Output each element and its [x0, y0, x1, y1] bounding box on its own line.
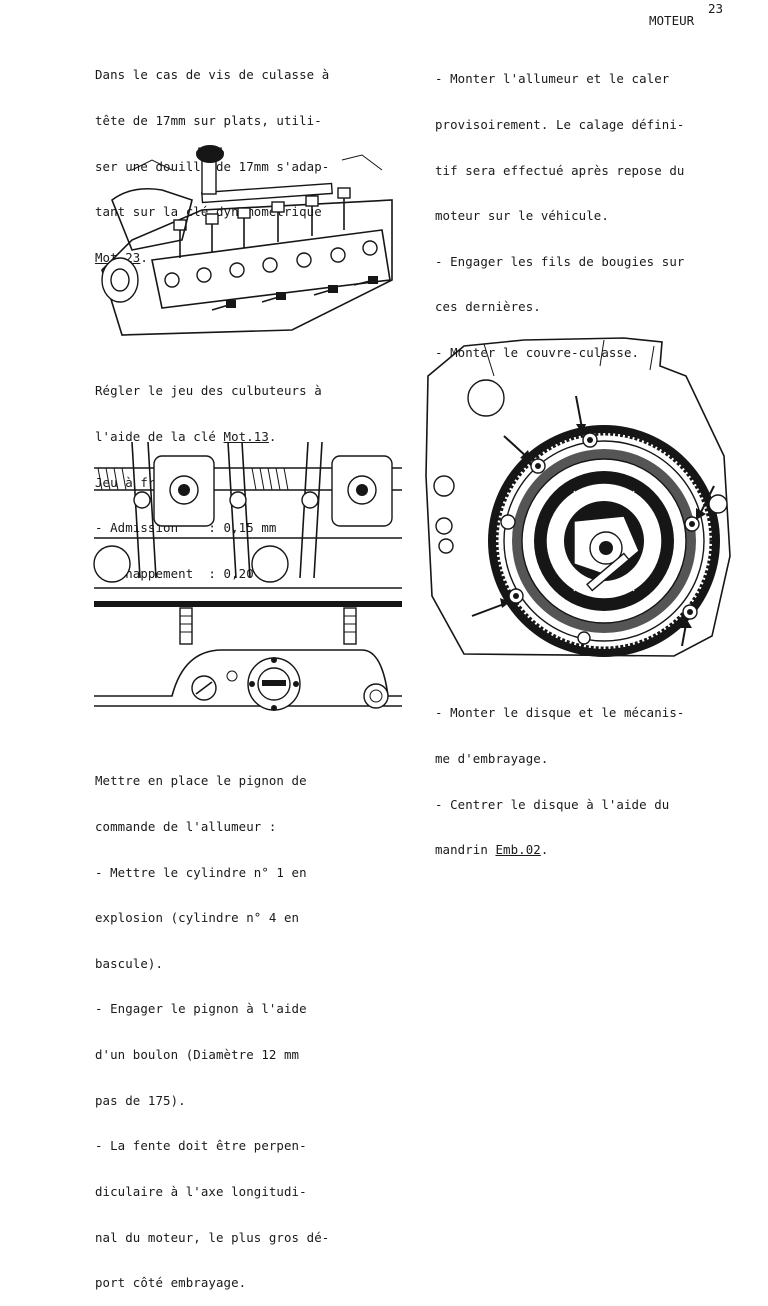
tool-ref-emb02: Emb.02	[495, 842, 541, 858]
text-line: diculaire à l'axe longitudi-	[95, 1183, 307, 1199]
section-title: MOTEUR	[649, 13, 695, 28]
text-line: explosion (cylindre n° 4 en	[95, 910, 300, 926]
text-line: me d'embrayage.	[435, 751, 549, 767]
text-line: nal du moteur, le plus gros dé-	[95, 1229, 330, 1245]
text-block-clutch: - Monter le disque et le mécanis- me d'e…	[435, 675, 684, 873]
punct: .	[140, 249, 148, 265]
text-line: moteur sur le véhicule.	[435, 208, 609, 224]
text-line: ser une douille de 17mm s'adap-	[95, 158, 330, 174]
punct: .	[268, 429, 277, 445]
punct: .	[540, 842, 549, 858]
text-line: ces dernières.	[435, 299, 541, 315]
engine-head-torque-wrench-illustration	[101, 145, 393, 336]
text-line: Mettre en place le pignon de	[95, 773, 307, 789]
text-line: Dans le cas de vis de culasse à	[95, 67, 330, 83]
text-line: commande de l'allumeur :	[95, 819, 277, 835]
text-line: - Mettre le cylindre n° 1 en	[95, 864, 307, 880]
text-line: provisoirement. Le calage défini-	[435, 117, 685, 133]
text-block-distributor: - Monter l'allumeur et le caler provisoi…	[435, 41, 684, 375]
text-line: tif sera effectué après repose du	[435, 162, 685, 178]
text-block-cylinder-head-screws: Dans le cas de vis de culasse à tête de …	[95, 37, 329, 280]
text-line: Régler le jeu des culbuteurs à	[95, 383, 322, 399]
text-line: - Engager le pignon à l'aide	[95, 1001, 307, 1017]
text-line: - Monter le disque et le mécanis-	[435, 705, 685, 721]
text-block-distributor-gear: Mettre en place le pignon de commande de…	[95, 743, 329, 1306]
rocker-arm-adjustment-illustration	[93, 441, 402, 711]
text-line: pas de 175).	[95, 1092, 186, 1108]
text-line: bascule).	[95, 955, 164, 971]
clutch-flywheel-illustration	[425, 337, 731, 657]
text-line: - Engager les fils de bougies sur	[435, 253, 685, 269]
text-line: - Monter l'allumeur et le caler	[435, 71, 670, 87]
text-line: - La fente doit être perpen-	[95, 1138, 307, 1154]
text-line: mandrin	[435, 842, 496, 858]
tool-ref-mot13: Mot.13	[223, 429, 269, 445]
text-line: l'aide de la clé	[95, 429, 224, 445]
text-block-rocker-clearance: Régler le jeu des culbuteurs à l'aide de…	[95, 353, 322, 596]
text-line: - Centrer le disque à l'aide du	[435, 796, 670, 812]
page-number: 23	[708, 1, 724, 16]
text-line: tête de 17mm sur plats, utili-	[95, 113, 322, 129]
text-line: d'un boulon (Diamètre 12 mm	[95, 1047, 300, 1063]
text-line: port côté embrayage.	[95, 1275, 247, 1291]
